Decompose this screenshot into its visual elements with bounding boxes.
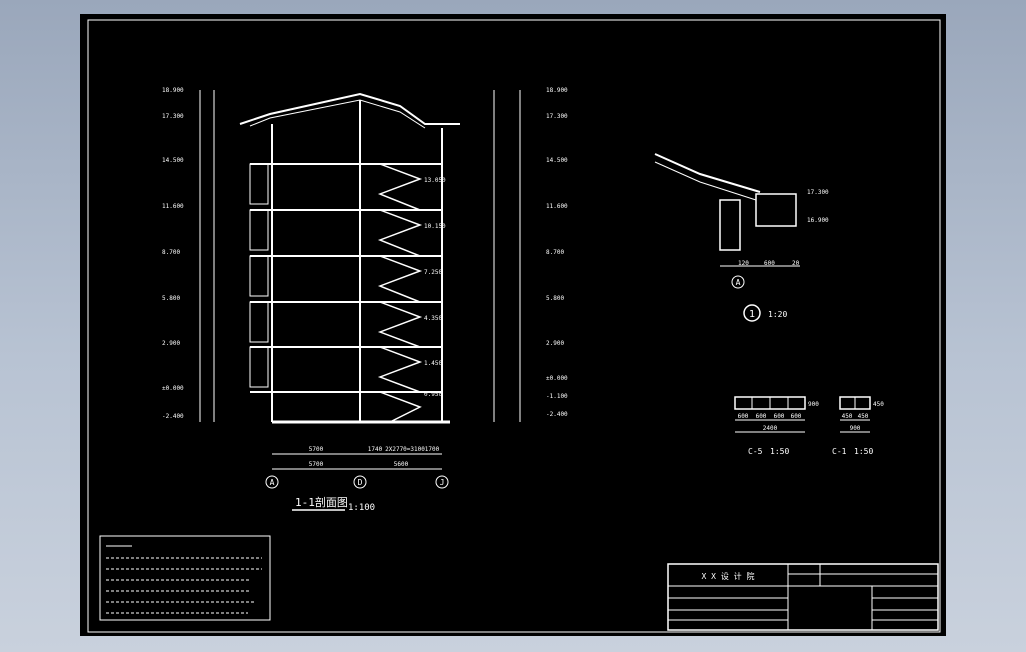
svg-text:450: 450 — [873, 401, 884, 408]
svg-text:600: 600 — [738, 413, 749, 420]
window-C-1-scale: 1:50 — [854, 447, 873, 456]
cad-drawing: A D J 18.900 17.300 14.500 11.600 8.700 … — [87, 19, 941, 633]
dim-bottom-3: 1700 — [425, 446, 440, 453]
level-left-7: ±0.000 — [162, 385, 184, 392]
level-right-7: ±0.000 — [546, 375, 568, 382]
dim-bottom-2: 2X2770=3100 — [385, 446, 425, 453]
detail-dim-2: 20 — [792, 260, 800, 267]
notes-lines — [106, 545, 262, 614]
level-right-3: 11.600 — [546, 203, 568, 210]
level-right-2: 14.500 — [546, 157, 568, 164]
axis-bubble-D — [353, 475, 367, 489]
detail-level-1: 16.900 — [807, 217, 829, 224]
detail-1: A 17.300 16.900 120 600 20 1 1:20 — [654, 153, 829, 322]
level-left-0: 18.900 — [162, 87, 184, 94]
window-C-5-name: C-5 — [748, 447, 763, 456]
axis-bubble-A — [265, 475, 279, 489]
section-1-1: A D J 18.900 17.300 14.500 11.600 8.700 … — [162, 87, 568, 513]
level-right-0: 18.900 — [546, 87, 568, 94]
axis-label-J: J — [440, 478, 445, 487]
floor-slabs — [250, 163, 450, 424]
level-left-2: 14.500 — [162, 157, 184, 164]
section-title: 1-1剖面图 — [295, 495, 348, 509]
level-left-6: 2.900 — [162, 340, 180, 347]
axis-bubble-J — [435, 475, 449, 489]
svg-text:450: 450 — [842, 413, 853, 420]
level-left-8: -2.400 — [162, 413, 184, 420]
svg-text:600: 600 — [774, 413, 785, 420]
roof-line — [239, 92, 460, 125]
svg-text:600: 600 — [756, 413, 767, 420]
svg-text:900: 900 — [850, 425, 861, 432]
company-name: X X 设 计 院 — [702, 571, 755, 581]
window-C-5-scale: 1:50 — [770, 447, 789, 456]
level-right-5: 5.800 — [546, 295, 564, 302]
dim-bottom-4: 5700 — [309, 461, 324, 468]
window-C-1: 450 450 900 450 C-1 1:50 — [832, 396, 884, 456]
stair-level-0: 13.050 — [424, 177, 446, 184]
stair-flights — [377, 163, 423, 423]
detail-dim-0: 120 — [738, 260, 749, 267]
detail-number-bubble — [743, 304, 761, 322]
axis-label-A: A — [270, 478, 275, 487]
drawing-sheet: A D J 18.900 17.300 14.500 11.600 8.700 … — [80, 14, 946, 636]
dim-bottom-1: 1740 — [368, 446, 383, 453]
dim-bottom-0: 5700 — [309, 446, 324, 453]
detail-axis-label: A — [736, 278, 741, 287]
detail-level-0: 17.300 — [807, 189, 829, 196]
svg-text:600: 600 — [791, 413, 802, 420]
section-scale: 1:100 — [348, 503, 375, 513]
level-right-9: -2.400 — [546, 411, 568, 418]
stair-level-5: 0.950 — [424, 391, 442, 398]
level-left-1: 17.300 — [162, 113, 184, 120]
level-right-8: -1.100 — [546, 393, 568, 400]
level-right-6: 2.900 — [546, 340, 564, 347]
window-C-1-name: C-1 — [832, 447, 847, 456]
inner-border — [87, 19, 941, 633]
left-windows — [249, 163, 269, 388]
level-right-4: 8.700 — [546, 249, 564, 256]
detail-number: 1 — [749, 309, 755, 320]
detail-scale: 1:20 — [768, 310, 787, 319]
stair-level-2: 7.250 — [424, 269, 442, 276]
level-left-3: 11.600 — [162, 203, 184, 210]
level-left-4: 8.700 — [162, 249, 180, 256]
level-right-1: 17.300 — [546, 113, 568, 120]
window-C-5: 600 600 600 600 2400 900 C-5 1:50 — [734, 396, 819, 456]
axis-label-D: D — [358, 478, 363, 487]
svg-text:2400: 2400 — [763, 425, 778, 432]
level-left-5: 5.800 — [162, 295, 180, 302]
notes-box — [99, 535, 271, 621]
dim-bottom-5: 5600 — [394, 461, 409, 468]
stair-level-4: 1.450 — [424, 360, 442, 367]
title-block: X X 设 计 院 — [667, 563, 939, 631]
stair-level-3: 4.350 — [424, 315, 442, 322]
detail-axis-bubble — [731, 275, 745, 289]
svg-text:900: 900 — [808, 401, 819, 408]
detail-dim-1: 600 — [764, 260, 775, 267]
svg-text:450: 450 — [858, 413, 869, 420]
stair-level-1: 10.150 — [424, 223, 446, 230]
